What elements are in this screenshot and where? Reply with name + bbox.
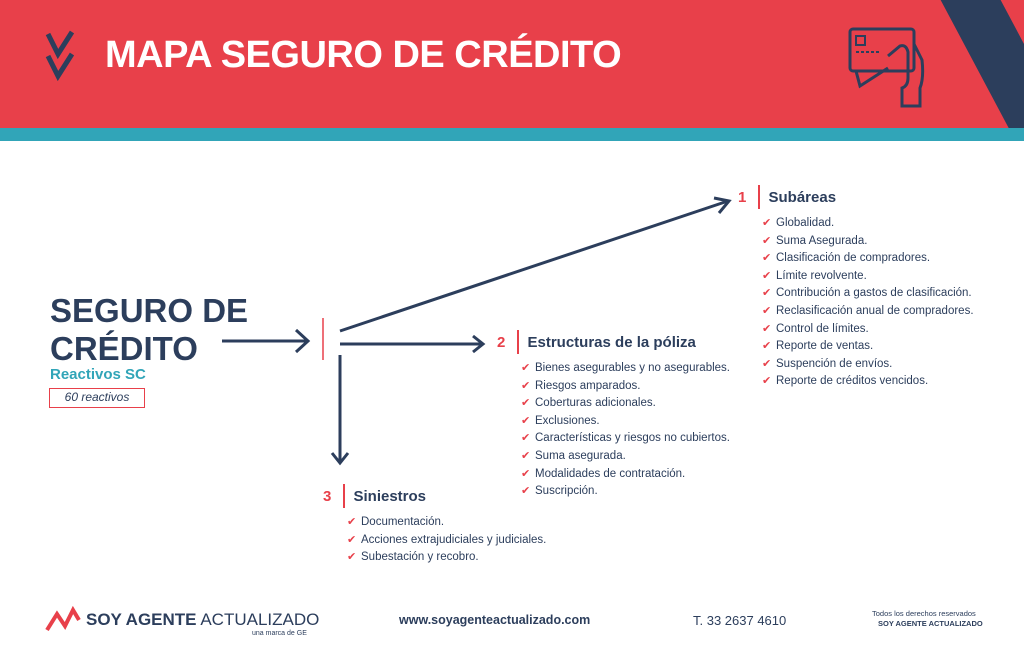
list-item-label: Límite revolvente. bbox=[776, 269, 867, 282]
list-item: ✔ Reporte de créditos vencidos. bbox=[762, 373, 974, 391]
list-item-label: Documentación. bbox=[361, 516, 445, 528]
list-item: ✔ Suspención de envíos. bbox=[762, 356, 974, 374]
section-list: ✔ Documentación. ✔ Acciones extrajudiciales… bbox=[347, 514, 546, 567]
check-icon: ✔ bbox=[762, 340, 772, 353]
check-icon: ✔ bbox=[521, 362, 531, 374]
list-item-label: Clasificación de compradores. bbox=[776, 252, 931, 265]
list-item: ✔ Suscripción. bbox=[521, 483, 730, 501]
list-item-label: Riesgos amparados. bbox=[535, 379, 641, 392]
teal-band bbox=[0, 128, 1024, 141]
list-item: ✔ Control de límites. bbox=[762, 321, 974, 339]
check-icon: ✔ bbox=[762, 322, 772, 335]
brand-light: ACTUALIZADO bbox=[200, 610, 320, 629]
check-icon: ✔ bbox=[762, 252, 772, 265]
list-item-label: Reporte de ventas. bbox=[776, 340, 874, 353]
rights-text: Todos los derechos reservados bbox=[872, 609, 976, 618]
list-item-label: Control de límites. bbox=[776, 322, 869, 335]
list-item: ✔ Suma Asegurada. bbox=[762, 233, 974, 251]
check-icon: ✔ bbox=[521, 397, 531, 410]
section-3: 3 Siniestros ✔ Documentación. ✔ Acciones ext… bbox=[323, 484, 546, 567]
list-item-label: Acciones extrajudiciales y judiciales. bbox=[361, 533, 547, 546]
list-item-label: Reporte de créditos vencidos. bbox=[776, 375, 929, 388]
check-icon: ✔ bbox=[521, 449, 531, 462]
list-item: ✔ Subestación y recobro. bbox=[347, 549, 546, 567]
section-title: Siniestros bbox=[353, 487, 427, 505]
list-item: ✔ Bienes asegurables y no asegurables. bbox=[521, 360, 730, 378]
list-item-label: Suspención de envíos. bbox=[776, 357, 893, 370]
section-title: Subáreas bbox=[768, 188, 837, 206]
brand-logo-icon bbox=[45, 606, 81, 632]
section-2: 2 Estructuras de la póliza ✔ Bienes asegur… bbox=[497, 330, 730, 501]
list-item-label: Características y riesgos no cubiertos. bbox=[535, 432, 730, 445]
list-item: ✔ Reclasificación anual de compradores. bbox=[762, 303, 974, 321]
check-icon: ✔ bbox=[347, 551, 357, 564]
list-item: ✔ Clasificación de compradores. bbox=[762, 250, 974, 268]
list-item-label: Suscripción. bbox=[535, 485, 598, 498]
credit-card-hand-icon bbox=[848, 27, 925, 108]
list-item: ✔ Coberturas adicionales. bbox=[521, 395, 730, 413]
list-item-label: Globalidad. bbox=[776, 217, 835, 229]
list-item-label: Suma Asegurada. bbox=[776, 234, 868, 247]
brand-bold: SOY AGENTE bbox=[86, 610, 197, 629]
list-item: ✔ Contribución a gastos de clasificación. bbox=[762, 285, 974, 303]
list-item: ✔ Límite revolvente. bbox=[762, 268, 974, 286]
list-item: ✔ Reporte de ventas. bbox=[762, 338, 974, 356]
check-icon: ✔ bbox=[347, 516, 357, 528]
section-number: 3 bbox=[323, 487, 332, 505]
arrow-to-section-1 bbox=[339, 199, 729, 333]
list-item: ✔ Características y riesgos no cubiertos. bbox=[521, 430, 730, 448]
list-item: ✔ Globalidad. bbox=[762, 215, 974, 233]
check-icon: ✔ bbox=[347, 533, 357, 546]
page-title: MAPA SEGURO DE CRÉDITO bbox=[105, 34, 622, 76]
double-chevron-icon bbox=[45, 30, 75, 82]
subtitle: Reactivos SC bbox=[50, 366, 146, 383]
brand-sub: una marca de GE bbox=[252, 630, 307, 637]
check-icon: ✔ bbox=[762, 269, 772, 282]
reactivos-badge: 60 reactivos bbox=[49, 388, 145, 408]
main-heading-line2: CRÉDITO bbox=[50, 330, 198, 367]
list-item-label: Modalidades de contratación. bbox=[535, 467, 686, 480]
section-list: ✔ Bienes asegurables y no asegurables. ✔ Ri… bbox=[521, 360, 730, 501]
list-item-label: Exclusiones. bbox=[535, 414, 600, 427]
section-list: ✔ Globalidad. ✔ Suma Asegurada. ✔ Clasificaci… bbox=[762, 215, 974, 391]
section-title: Estructuras de la póliza bbox=[527, 333, 696, 351]
check-icon: ✔ bbox=[762, 357, 772, 370]
list-item-label: Suma asegurada. bbox=[535, 449, 626, 462]
list-item: ✔ Suma asegurada. bbox=[521, 448, 730, 466]
brand-name: SOY AGENTE ACTUALIZADO bbox=[86, 610, 319, 630]
list-item-label: Coberturas adicionales. bbox=[535, 397, 656, 410]
list-item-label: Contribución a gastos de clasificación. bbox=[776, 287, 972, 300]
check-icon: ✔ bbox=[762, 375, 772, 388]
check-icon: ✔ bbox=[521, 414, 531, 427]
list-item-label: Reclasificación anual de compradores. bbox=[776, 304, 974, 317]
phone: T. 33 2637 4610 bbox=[693, 613, 787, 628]
check-icon: ✔ bbox=[762, 217, 772, 229]
section-number: 1 bbox=[738, 188, 747, 206]
check-icon: ✔ bbox=[762, 287, 772, 300]
rights-brand: SOY AGENTE ACTUALIZADO bbox=[878, 619, 983, 628]
main-heading: SEGURO DE CRÉDITO bbox=[50, 292, 248, 368]
list-item: ✔ Riesgos amparados. bbox=[521, 378, 730, 396]
header-banner: MAPA SEGURO DE CRÉDITO bbox=[0, 0, 1024, 128]
list-item: ✔ Exclusiones. bbox=[521, 413, 730, 431]
list-item-label: Subestación y recobro. bbox=[361, 551, 479, 564]
check-icon: ✔ bbox=[521, 379, 531, 392]
section-number: 2 bbox=[497, 333, 506, 351]
section-1: 1 Subáreas ✔ Globalidad. ✔ Suma Asegurada. ✔ C… bbox=[738, 185, 974, 391]
list-item: ✔ Acciones extrajudiciales y judiciales. bbox=[347, 532, 546, 550]
check-icon: ✔ bbox=[521, 432, 531, 445]
list-item: ✔ Modalidades de contratación. bbox=[521, 466, 730, 484]
list-item: ✔ Documentación. bbox=[347, 514, 546, 532]
check-icon: ✔ bbox=[521, 467, 531, 480]
list-item-label: Bienes asegurables y no asegurables. bbox=[535, 362, 730, 374]
check-icon: ✔ bbox=[521, 485, 531, 498]
main-heading-line1: SEGURO DE bbox=[50, 292, 249, 329]
check-icon: ✔ bbox=[762, 304, 772, 317]
website-link[interactable]: www.soyagenteactualizado.com bbox=[399, 613, 591, 627]
check-icon: ✔ bbox=[762, 234, 772, 247]
